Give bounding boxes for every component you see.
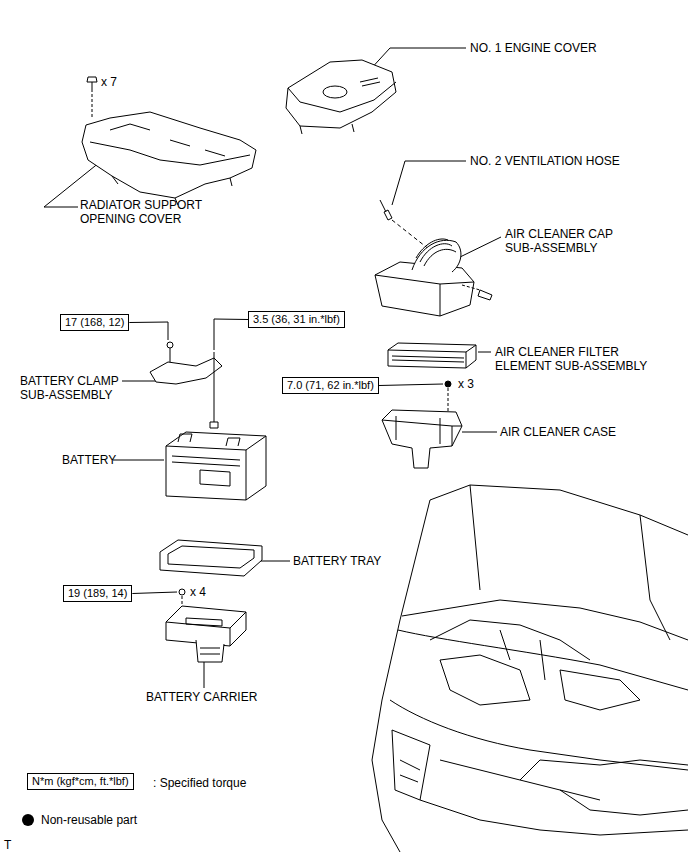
torque-value: N*m (kgf*cm, ft.*lbf) bbox=[32, 775, 129, 787]
legend-torque-box: N*m (kgf*cm, ft.*lbf) bbox=[27, 773, 134, 790]
part-name: BATTERY CARRIER bbox=[146, 690, 257, 704]
legend-text: : Specified torque bbox=[153, 776, 246, 790]
torque-value: 3.5 (36, 31 in.*lbf) bbox=[253, 313, 340, 325]
torque-box: 7.0 (71, 62 in.*lbf) bbox=[282, 377, 379, 394]
leader-line bbox=[129, 322, 168, 340]
part-name: NO. 1 ENGINE COVER bbox=[470, 41, 597, 55]
leader-line bbox=[214, 319, 248, 350]
part-name: BATTERY CLAMP SUB-ASSEMBLY bbox=[20, 374, 125, 402]
part-name: NO. 2 VENTILATION HOSE bbox=[470, 154, 620, 168]
part-name: BATTERY bbox=[62, 453, 116, 467]
part-name: RADIATOR SUPPORT OPENING COVER bbox=[80, 198, 202, 226]
quantity-label: x 3 bbox=[458, 377, 474, 391]
torque-box: 17 (168, 12) bbox=[60, 314, 129, 331]
legend-text: Non-reusable part bbox=[41, 813, 137, 827]
leader-line bbox=[379, 384, 443, 386]
part-name: BATTERY TRAY bbox=[293, 554, 381, 568]
torque-value: 17 (168, 12) bbox=[65, 316, 124, 328]
quantity-label: x 7 bbox=[101, 75, 117, 89]
leader-line bbox=[132, 592, 177, 594]
part-name: AIR CLEANER FILTER ELEMENT SUB-ASSEMBLY bbox=[495, 345, 650, 373]
torque-value: 19 (189, 14) bbox=[68, 587, 127, 599]
quantity-label: x 4 bbox=[190, 585, 206, 599]
torque-box: 19 (189, 14) bbox=[63, 585, 132, 602]
torque-box: 3.5 (36, 31 in.*lbf) bbox=[248, 311, 345, 328]
torque-value: 7.0 (71, 62 in.*lbf) bbox=[287, 379, 374, 391]
part-name: AIR CLEANER CASE bbox=[500, 425, 616, 439]
figure-code: T bbox=[4, 838, 11, 852]
part-name: AIR CLEANER CAP SUB-ASSEMBLY bbox=[505, 227, 620, 255]
